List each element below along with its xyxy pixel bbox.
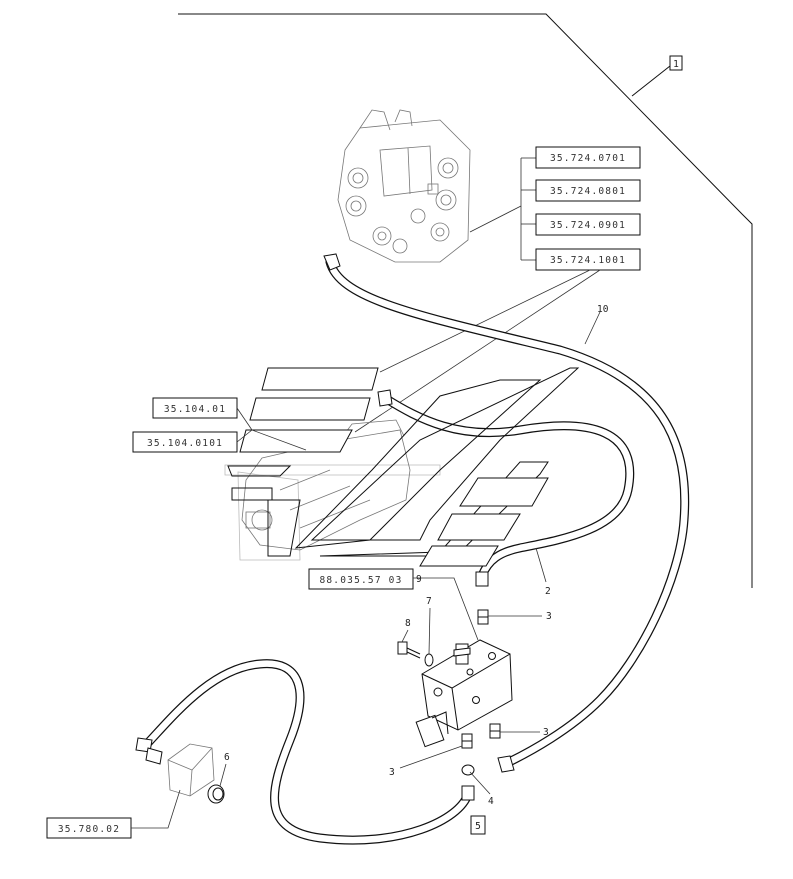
leader-10 bbox=[584, 311, 601, 345]
leader-2 bbox=[535, 547, 547, 583]
group-box-5-label: 5 bbox=[475, 821, 481, 832]
hose-lower bbox=[135, 659, 475, 845]
ref-box-b[interactable] bbox=[535, 179, 641, 202]
ref-box-f-label: 35.104.0101 bbox=[147, 438, 223, 449]
leader-ref-d-1 bbox=[379, 269, 591, 373]
callout-6: 6 bbox=[224, 752, 230, 763]
callout-3-left: 3 bbox=[389, 767, 395, 778]
group-box-1[interactable] bbox=[669, 55, 683, 71]
ref-box-b-label: 35.724.0801 bbox=[550, 186, 626, 197]
ref-box-d[interactable] bbox=[535, 248, 641, 271]
leader-box-1 bbox=[631, 65, 671, 97]
reference-bracket-top bbox=[469, 157, 536, 261]
o-ring-4 bbox=[461, 764, 475, 776]
ref-box-d-label: 35.724.1001 bbox=[550, 255, 626, 266]
pump-illustration bbox=[224, 419, 441, 561]
leader-8 bbox=[401, 629, 409, 643]
stripe-graphics bbox=[227, 367, 580, 567]
callout-8: 8 bbox=[405, 618, 411, 629]
bolt-8 bbox=[397, 641, 421, 659]
ref-box-a-label: 35.724.0701 bbox=[550, 153, 626, 164]
callout-3-top: 3 bbox=[546, 611, 552, 622]
leader-7 bbox=[428, 607, 431, 655]
fitting-3-right bbox=[489, 723, 501, 739]
callout-10: 10 bbox=[597, 304, 609, 315]
hose-2 bbox=[377, 389, 635, 587]
group-bracket-line bbox=[178, 13, 753, 588]
ref-box-a[interactable] bbox=[535, 146, 641, 169]
callout-9: 9 bbox=[416, 574, 422, 585]
callout-3-right: 3 bbox=[543, 727, 549, 738]
callout-4: 4 bbox=[488, 796, 494, 807]
washer-7 bbox=[424, 653, 434, 667]
leader-ref-e-2 bbox=[251, 429, 307, 451]
hose-10 bbox=[323, 253, 690, 773]
leader-ref-h bbox=[131, 789, 181, 829]
leader-4 bbox=[469, 771, 491, 795]
ref-box-e-label: 35.104.01 bbox=[164, 404, 226, 415]
group-box-5[interactable] bbox=[470, 815, 486, 835]
leader-ref-f bbox=[236, 429, 253, 443]
callout-2: 2 bbox=[545, 586, 551, 597]
fitting-3-top bbox=[477, 609, 489, 625]
callout-7: 7 bbox=[426, 596, 432, 607]
leader-6 bbox=[219, 763, 227, 787]
leader-ref-e bbox=[236, 407, 253, 431]
bracket-lower-left bbox=[167, 743, 215, 797]
control-valve-illustration bbox=[337, 109, 471, 263]
leader-3-left bbox=[399, 745, 463, 769]
ref-box-c-label: 35.724.0901 bbox=[550, 220, 626, 231]
group-box-1-label: 1 bbox=[673, 59, 679, 70]
leader-9 bbox=[413, 577, 479, 641]
fitting-3-left bbox=[461, 733, 473, 749]
cap-6 bbox=[207, 784, 225, 804]
valve-block bbox=[415, 639, 513, 748]
ref-box-g-label: 88.035.57 03 bbox=[319, 575, 402, 586]
ref-box-h-label: 35.780.02 bbox=[58, 824, 120, 835]
ref-box-c[interactable] bbox=[535, 213, 641, 236]
ref-box-g[interactable] bbox=[308, 568, 414, 590]
